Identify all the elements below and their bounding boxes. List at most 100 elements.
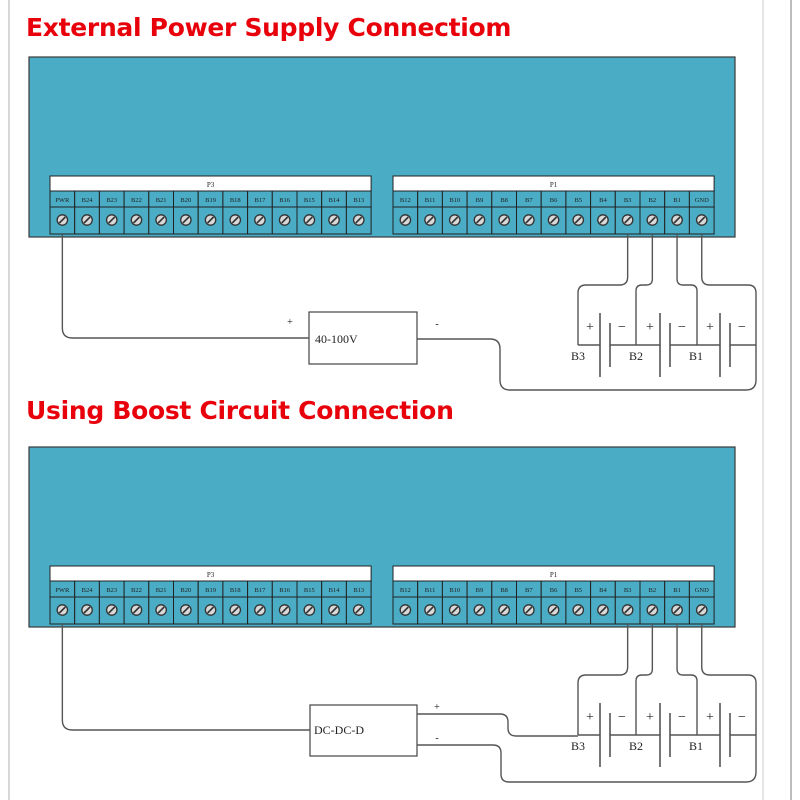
connector-label: P1 — [550, 571, 558, 579]
wire-gnd — [701, 234, 757, 345]
screw-slot — [108, 606, 116, 614]
screw-slot — [182, 216, 190, 224]
screw-slot — [355, 606, 363, 614]
supply-plus-sign: + — [287, 317, 293, 328]
wire-gnd — [701, 624, 757, 735]
battery-b3: +−B3 — [571, 313, 626, 377]
screw-slot — [256, 606, 264, 614]
screw-slot — [648, 216, 656, 224]
battery-plus-sign: + — [706, 320, 714, 335]
battery-b2: +−B2 — [629, 703, 686, 767]
screw-slot — [330, 216, 338, 224]
battery-label: B1 — [689, 349, 703, 363]
boost-module-label: DC-DC-D — [314, 723, 364, 737]
wire-b3 — [577, 624, 629, 735]
screw-slot — [108, 216, 116, 224]
battery-minus-sign: − — [678, 320, 686, 335]
screw-slot — [475, 606, 484, 614]
wire-supply-negative — [417, 338, 757, 391]
screw-slot — [206, 216, 215, 224]
pin-label-b24: B24 — [82, 587, 94, 594]
power-supply-label: 40-100V — [315, 332, 358, 346]
pin-label-b3: B3 — [624, 197, 632, 204]
battery-plus-sign: + — [586, 710, 594, 725]
pin-label-b24: B24 — [82, 197, 94, 204]
screw-slot — [451, 606, 459, 614]
screw-slot — [673, 606, 681, 614]
screw-slot — [132, 606, 141, 614]
pin-label-b6: B6 — [550, 197, 558, 204]
wire-b1 — [676, 624, 698, 735]
screw-slot — [401, 216, 409, 224]
page-border — [790, 0, 792, 800]
screw-slot — [83, 606, 91, 614]
screw-slot — [673, 216, 681, 224]
screw-slot — [525, 606, 533, 614]
pin-label-b1: B1 — [673, 197, 681, 204]
screw-slot — [281, 216, 289, 224]
pin-label-b19: B19 — [205, 197, 216, 204]
pin-label-b18: B18 — [230, 197, 241, 204]
battery-label: B2 — [629, 349, 643, 363]
battery-b3: +−B3 — [571, 703, 626, 767]
terminal-cell — [98, 206, 125, 235]
battery-plus-sign: + — [646, 320, 654, 335]
pin-label-b11: B11 — [425, 197, 436, 204]
pin-label-gnd: GND — [695, 587, 709, 594]
battery-minus-sign: − — [738, 710, 746, 725]
screw-slot — [574, 606, 582, 614]
pin-label-b15: B15 — [304, 587, 315, 594]
pin-label-b2: B2 — [649, 197, 657, 204]
connector-label: P1 — [550, 181, 558, 189]
boost-module-box — [309, 704, 418, 757]
wire-boost-positive — [417, 713, 578, 737]
screw-slot — [305, 606, 313, 614]
screw-slot — [231, 216, 239, 224]
screw-slot — [58, 216, 66, 224]
screw-slot — [648, 606, 656, 614]
battery-label: B2 — [629, 739, 643, 753]
pin-label-b21: B21 — [156, 197, 167, 204]
boost-plus-sign: + — [434, 702, 440, 713]
screw-slot — [206, 606, 215, 614]
pin-label-b1: B1 — [673, 587, 681, 594]
supply-minus-sign: - — [435, 319, 438, 330]
pin-label-b23: B23 — [106, 587, 117, 594]
pin-label-b3: B3 — [624, 587, 632, 594]
page-frame — [8, 0, 764, 800]
terminal-cell — [271, 206, 298, 235]
screw-slot — [305, 216, 313, 224]
screw-slot — [698, 216, 706, 224]
power-supply-box — [308, 311, 418, 365]
screw-slot — [624, 606, 632, 614]
wire-b1 — [676, 234, 698, 345]
pin-label-b13: B13 — [353, 197, 364, 204]
screw-slot — [330, 606, 338, 614]
screw-slot — [475, 216, 484, 224]
pin-label-b10: B10 — [449, 587, 460, 594]
screw-slot — [83, 216, 91, 224]
pin-label-b14: B14 — [329, 197, 341, 204]
pin-label-b7: B7 — [525, 197, 533, 204]
pin-label-b4: B4 — [599, 197, 607, 204]
screw-slot — [58, 606, 66, 614]
pin-label-b14: B14 — [329, 587, 341, 594]
pin-label-pwr: PWR — [55, 197, 70, 204]
screw-slot — [599, 216, 607, 224]
screw-slot — [231, 606, 239, 614]
screw-slot — [157, 216, 165, 224]
battery-minus-sign: − — [618, 320, 626, 335]
wire-boost-negative — [417, 735, 757, 783]
screw-slot — [182, 606, 190, 614]
battery-label: B3 — [571, 739, 585, 753]
wire-pwr-to-boost — [61, 624, 310, 731]
pin-label-b18: B18 — [230, 587, 241, 594]
wire-b2 — [635, 234, 654, 345]
connector-label: P3 — [207, 571, 215, 579]
pin-label-b2: B2 — [649, 587, 657, 594]
battery-plus-sign: + — [646, 710, 654, 725]
